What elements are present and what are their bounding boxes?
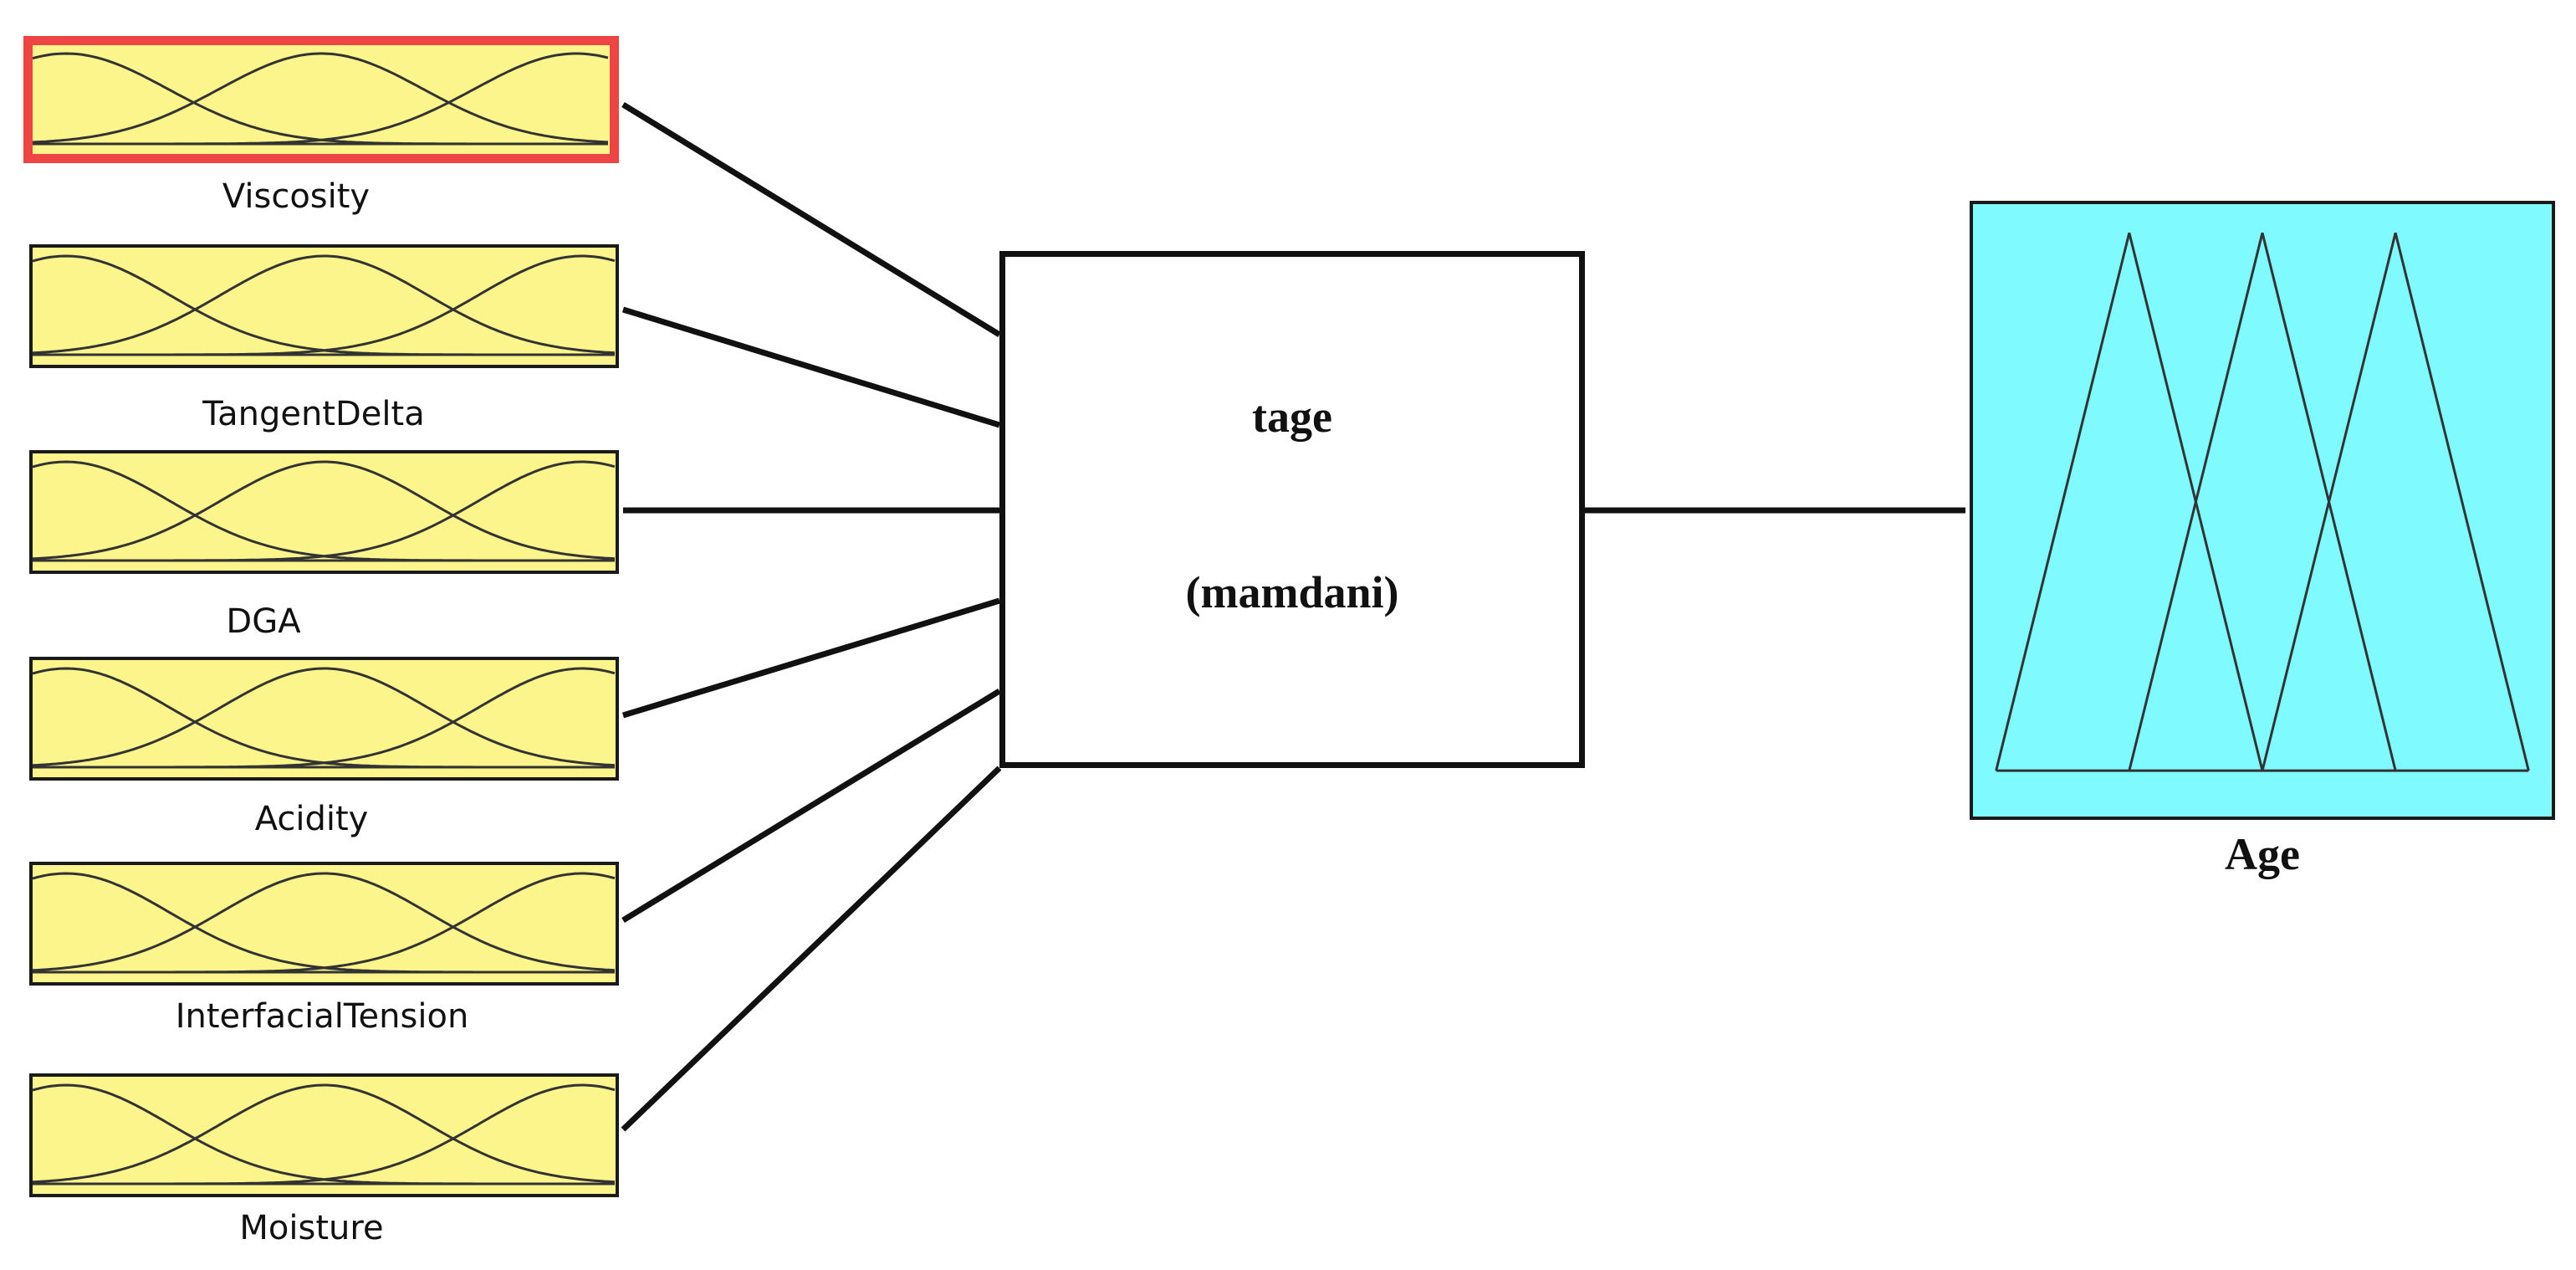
- triangle-mid: [2128, 233, 2397, 771]
- membership-curves: [33, 667, 616, 769]
- wire-interfacialtension: [621, 689, 1001, 923]
- curve-mid: [33, 460, 616, 561]
- output-membership-triangles: [1995, 233, 2530, 772]
- curve-mid: [33, 872, 616, 972]
- input-label-interfacialtension: InterfacialTension: [175, 997, 469, 1036]
- input-box-dga[interactable]: [29, 450, 619, 574]
- curve-mid: [33, 52, 609, 144]
- membership-curves: [33, 52, 609, 146]
- input-box-moisture[interactable]: [29, 1073, 619, 1197]
- triangle-high: [2261, 233, 2530, 771]
- membership-curves: [33, 872, 616, 974]
- system-type: (mamdani): [1185, 567, 1399, 617]
- input-box-viscosity[interactable]: [23, 36, 619, 163]
- curve-mid: [33, 667, 616, 767]
- membership-curves: [33, 460, 616, 562]
- membership-curves: [33, 254, 616, 356]
- input-box-tangentdelta[interactable]: [29, 244, 619, 368]
- input-label-acidity: Acidity: [254, 800, 369, 838]
- inference-system-box[interactable]: tage (mamdani): [999, 251, 1585, 768]
- wire-acidity: [621, 597, 1001, 719]
- output-box-age[interactable]: [1970, 201, 2555, 820]
- triangle-low: [1995, 233, 2264, 771]
- input-label-moisture: Moisture: [239, 1209, 384, 1247]
- wire-moisture: [621, 766, 1002, 1132]
- membership-curves: [33, 1083, 616, 1186]
- input-label-dga: DGA: [226, 602, 301, 641]
- output-label-age: Age: [2225, 829, 2300, 879]
- curve-mid: [33, 254, 616, 355]
- input-label-viscosity: Viscosity: [222, 177, 371, 216]
- input-box-acidity[interactable]: [29, 657, 619, 781]
- system-name: tage: [1252, 392, 1332, 442]
- curve-mid: [33, 1083, 616, 1184]
- input-label-tangentdelta: TangentDelta: [202, 395, 425, 433]
- input-box-interfacialtension[interactable]: [29, 862, 619, 986]
- wire-viscosity: [621, 102, 1001, 337]
- wire-tangentdelta: [621, 306, 1001, 428]
